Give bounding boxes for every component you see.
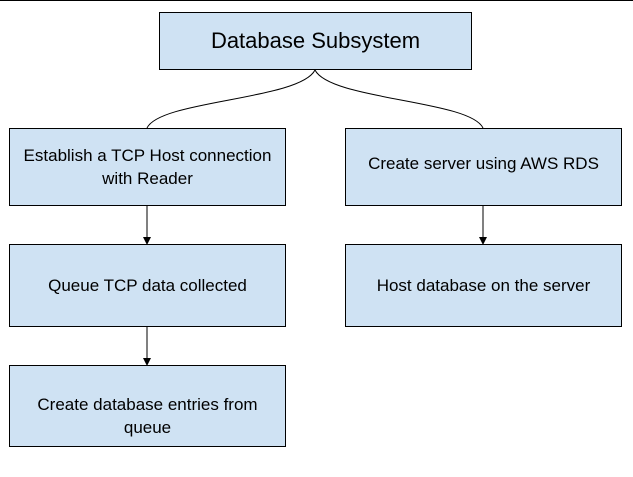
node-create-db-entries: Create database entries from queue [9,365,286,447]
node-host-database: Host database on the server [345,244,622,327]
root-node-label: Database Subsystem [210,28,421,53]
node-host-database-label: Host database on the server [376,276,591,295]
connector-root-to-left [146,69,316,129]
node-create-db-entries-label: Create database entries from queue [37,395,258,437]
node-establish-tcp-host-label: Establish a TCP Host connection with Rea… [23,146,272,188]
node-establish-tcp-host: Establish a TCP Host connection with Rea… [9,128,286,206]
node-queue-tcp-data: Queue TCP data collected [9,244,286,327]
node-queue-tcp-data-label: Queue TCP data collected [48,276,247,295]
connector-root-to-right [314,69,484,129]
root-node-database-subsystem: Database Subsystem [159,12,472,70]
top-border-line [0,0,633,1]
node-create-server-aws-rds: Create server using AWS RDS [345,128,622,206]
node-create-server-aws-rds-label: Create server using AWS RDS [368,153,599,173]
